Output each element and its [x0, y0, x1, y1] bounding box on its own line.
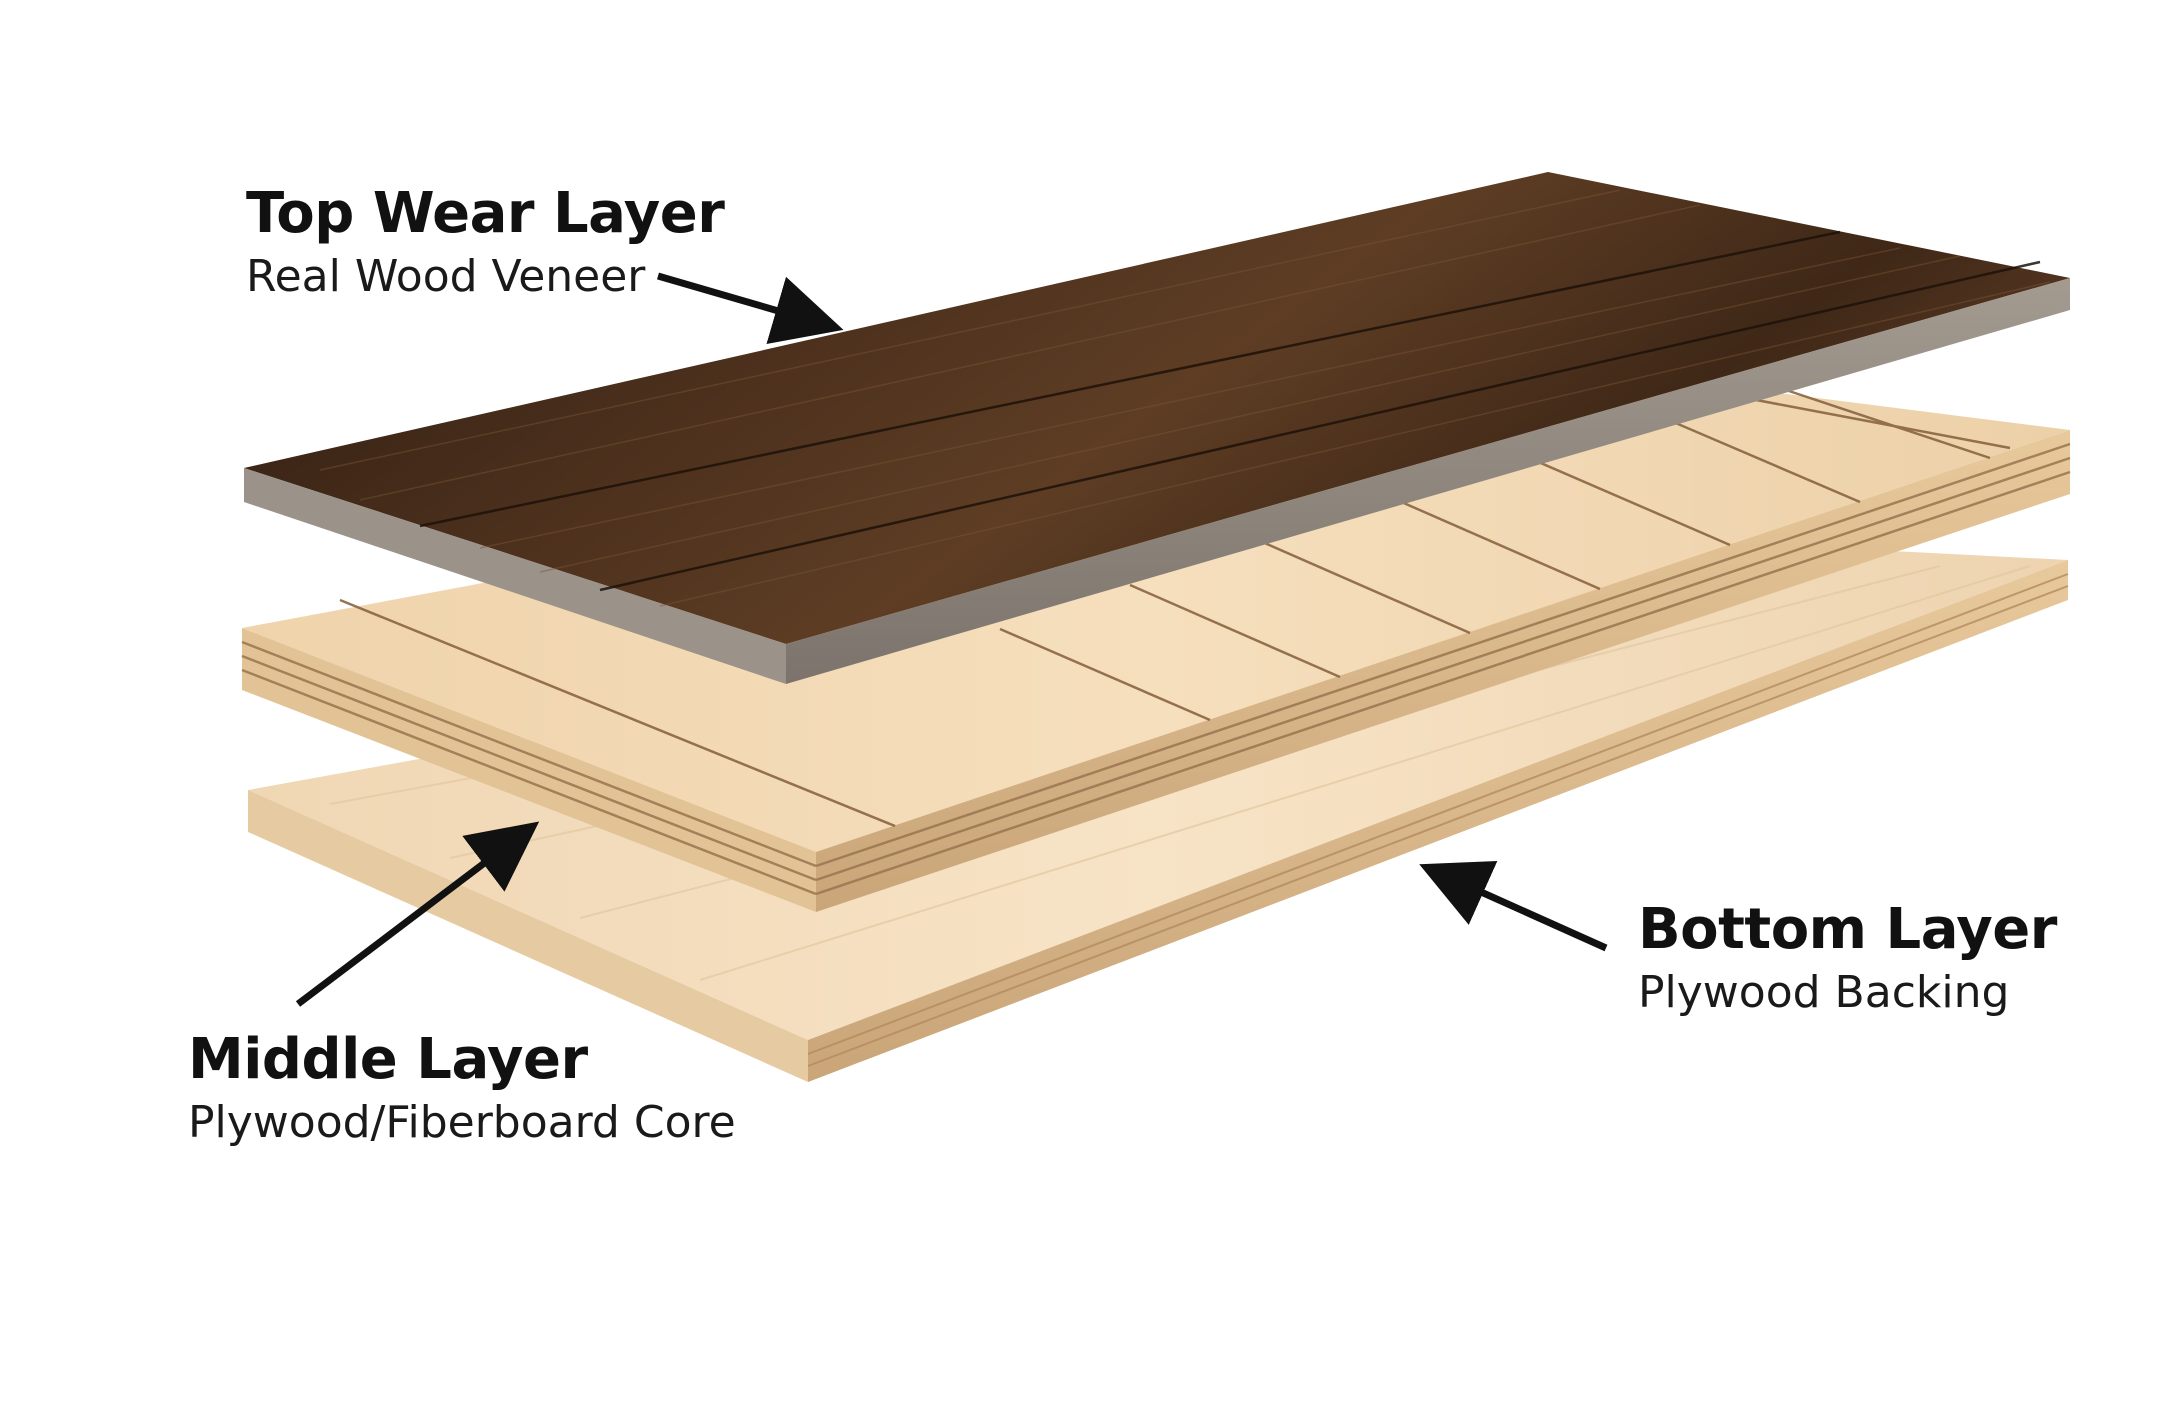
top-layer-texture	[319, 189, 2051, 607]
top-layer-subtitle: Real Wood Veneer	[246, 251, 646, 302]
top-layer-grain	[419, 230, 2041, 592]
bottom-layer-subtitle: Plywood Backing	[1638, 967, 2010, 1018]
middle-layer-subtitle: Plywood/Fiberboard Core	[188, 1097, 736, 1148]
middle-layer-label: Middle Layer Plywood/Fiberboard Core	[188, 1026, 736, 1152]
middle-layer-arrow	[295, 821, 540, 1007]
middle-layer-title: Middle Layer	[188, 1027, 588, 1092]
top-layer-front-edge	[244, 468, 786, 684]
middle-layer-face	[242, 372, 2070, 852]
bottom-layer-label: Bottom Layer Plywood Backing	[1638, 896, 2057, 1022]
bottom-layer-arrow	[1419, 860, 1608, 952]
top-layer-board	[244, 172, 2070, 684]
top-layer-title: Top Wear Layer	[246, 181, 725, 246]
top-layer-face	[244, 172, 2070, 644]
middle-layer-ply-lines	[241, 442, 2071, 896]
bottom-layer-front-edge	[248, 790, 808, 1082]
middle-layer-board	[241, 372, 2071, 912]
top-layer-label: Top Wear Layer Real Wood Veneer	[246, 180, 725, 306]
top-layer-arrow	[657, 272, 844, 344]
bottom-layer-ply-lines	[807, 573, 2069, 1067]
bottom-layer-side-edge	[808, 560, 2068, 1082]
top-layer-side-edge	[786, 278, 2070, 684]
bottom-layer-title: Bottom Layer	[1638, 897, 2057, 962]
